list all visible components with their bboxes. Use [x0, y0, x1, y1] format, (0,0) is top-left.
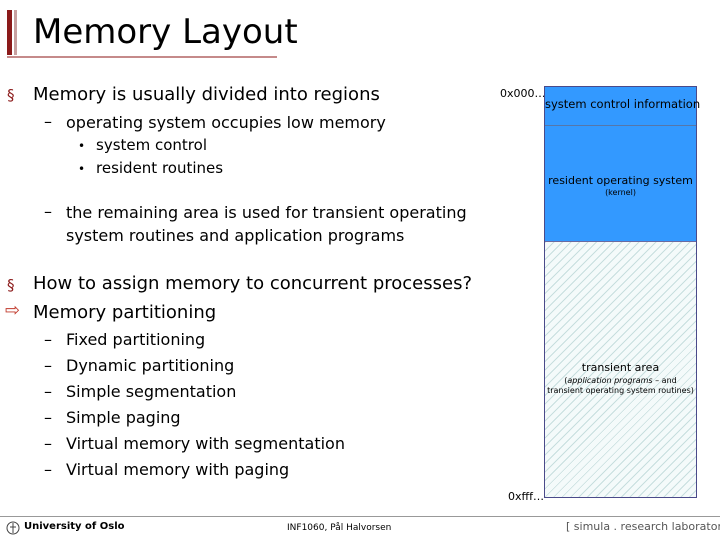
region-label-resident-os: resident operating system: [548, 174, 693, 187]
dash-marker: –: [44, 460, 52, 479]
bullet-square-marker: §: [7, 86, 15, 104]
region-divider: [545, 125, 696, 126]
bullet-memory-partitioning: Memory partitioning: [33, 302, 217, 323]
memory-region-system-control: [545, 87, 696, 125]
university-seal-icon: [6, 521, 20, 535]
memory-layout-box: [544, 86, 697, 498]
dash-marker: –: [44, 408, 52, 427]
sub-bullet-remaining-area-line2: system routines and application programs: [66, 226, 405, 245]
region-label-transient: transient area: [581, 361, 660, 374]
footer-course: INF1060, Pål Halvorsen: [287, 523, 392, 533]
region-note-kernel: (kernel): [605, 188, 636, 197]
dash-marker: –: [44, 112, 52, 131]
sub-bullet-low-memory: operating system occupies low memory: [66, 113, 386, 132]
memory-region-transient: [545, 242, 696, 497]
sub-bullet-remaining-area-line1: the remaining area is used for transient…: [66, 203, 467, 222]
item-resident-routines: resident routines: [96, 159, 224, 177]
title-accent-bar: [7, 10, 12, 55]
dot-marker: •: [78, 162, 86, 176]
footer-university: University of Oslo: [24, 521, 125, 532]
address-high-label: 0xfff…: [508, 490, 544, 503]
item-system-control: system control: [96, 136, 207, 154]
dash-marker: –: [44, 356, 52, 375]
title-accent-bar-light: [14, 10, 17, 55]
dot-marker: •: [78, 139, 86, 153]
item-simple-paging: Simple paging: [66, 408, 181, 427]
slide-title: Memory Layout: [33, 12, 298, 52]
region-note-transient-line1: (application programs – and: [564, 376, 677, 385]
item-virtual-memory-segmentation: Virtual memory with segmentation: [66, 434, 345, 453]
dash-marker: –: [44, 382, 52, 401]
bullet-assign-memory: How to assign memory to concurrent proce…: [33, 273, 472, 294]
dash-marker: –: [44, 434, 52, 453]
footer-divider: [0, 516, 720, 517]
dash-marker: –: [44, 330, 52, 349]
dash-marker: –: [44, 202, 52, 221]
title-underline: [7, 56, 277, 58]
bullet-square-marker: §: [7, 276, 15, 294]
region-label-system-control: system control information: [545, 97, 701, 111]
item-fixed-partitioning: Fixed partitioning: [66, 330, 206, 349]
region-divider: [545, 241, 696, 242]
region-note-transient-line2: transient operating system routines): [547, 386, 694, 395]
item-virtual-memory-paging: Virtual memory with paging: [66, 460, 290, 479]
item-simple-segmentation: Simple segmentation: [66, 382, 237, 401]
arrow-right-icon: ⇨: [5, 300, 21, 321]
memory-region-resident-os: [545, 126, 696, 241]
footer-simula-logo: [ simula . research laboratory ]: [566, 520, 720, 533]
address-low-label: 0x000…: [500, 87, 546, 100]
bullet-memory-regions: Memory is usually divided into regions: [33, 84, 380, 105]
item-dynamic-partitioning: Dynamic partitioning: [66, 356, 235, 375]
